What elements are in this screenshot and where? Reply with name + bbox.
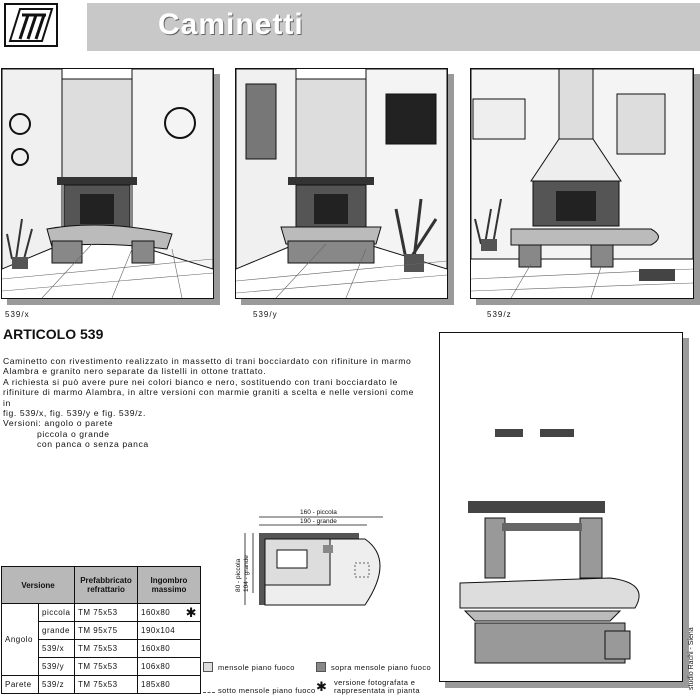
exploded-fireplace-icon [459, 429, 640, 664]
logo [4, 3, 58, 47]
row-prefab: TM 95x75 [74, 621, 138, 640]
row-size: 106x80 [137, 657, 201, 676]
fireplace-corner-bench-icon [235, 68, 448, 299]
star-icon: ✱ [185, 604, 197, 620]
group-label: Angolo [1, 603, 39, 676]
row-version: grande [38, 621, 75, 640]
row-version: piccola [38, 603, 75, 622]
title-bar [87, 3, 700, 51]
article-description: Caminetto con rivestimento realizzato in… [3, 356, 423, 450]
dim-left-small: 80 - piccola [235, 558, 242, 592]
legend-label: sopra mensole piano fuoco [331, 663, 432, 672]
dim-left-large: 104 - grande [243, 555, 250, 592]
row-size: 185x80 [137, 675, 201, 694]
star-icon: ✱ [316, 679, 327, 694]
row-version: 539/z [38, 675, 75, 694]
row-size: 160x80 ✱ [137, 603, 201, 622]
row-prefab: TM 75x53 [74, 639, 138, 658]
row-size: 160x80 [137, 639, 201, 658]
credit-text: studio Rachi - Siena [688, 627, 695, 690]
versions-line: piccola o grande [37, 428, 110, 439]
table-header-row: Versione Prefabbricato refrattario Ingom… [1, 566, 201, 604]
row-prefab: TM 75x53 [74, 603, 138, 622]
desc-line: Alambra e granito nero separate da liste… [3, 366, 267, 377]
col-header-ingombro: Ingombro massimo [137, 566, 201, 604]
floor-plan-drawing-icon [244, 516, 383, 606]
table-row: 539/y TM 75x53 106x80 [2, 657, 201, 676]
logo-mark-icon [8, 8, 54, 42]
specs-table: Versione Prefabbricato refrattario Ingom… [1, 566, 201, 694]
table-row: 539/x TM 75x53 160x80 [2, 639, 201, 658]
desc-line: A richiesta si può avere pure nei colori… [3, 376, 398, 387]
legend-swatch-dark [316, 662, 326, 672]
illustration-539x [1, 68, 214, 299]
table-row: Angolo piccola TM 75x53 160x80 ✱ [1, 603, 201, 676]
desc-line: fig. 539/x, fig. 539/y e fig. 539/z. [3, 408, 146, 419]
group-label: Parete [1, 675, 39, 694]
illustration-539y [235, 68, 448, 299]
legend-label: rappresentata in pianta [334, 686, 420, 695]
versions-line: con panca o senza panca [37, 439, 149, 450]
size-value: 160x80 [141, 607, 171, 617]
illustration-539z [470, 68, 694, 299]
row-version: 539/y [38, 657, 75, 676]
col-header-prefabbricato: Prefabbricato refrattario [74, 566, 138, 604]
fireplace-corner-icon [1, 68, 214, 299]
desc-line: Caminetto con rivestimento realizzato in… [3, 356, 412, 366]
caption-539x: 539/x [5, 310, 30, 319]
dim-top-large: 190 - grande [300, 518, 337, 525]
dim-top-small: 160 - piccola [300, 509, 337, 516]
desc-line: rifiniture di marmo Alambra, in altre ve… [3, 387, 415, 408]
floor-plan [235, 505, 395, 615]
legend-dashed-icon [203, 688, 215, 693]
col-header-versione: Versione [1, 566, 75, 604]
row-prefab: TM 75x53 [74, 675, 138, 694]
fireplace-wall-hood-icon [470, 68, 694, 299]
row-version: 539/x [38, 639, 75, 658]
legend-label: sotto mensole piano fuoco [218, 686, 316, 695]
article-title: ARTICOLO 539 [3, 326, 104, 342]
table-row: grande TM 95x75 190x104 [2, 621, 201, 640]
table-row: Parete 539/z TM 75x53 185x80 [1, 675, 201, 694]
exploded-view [439, 332, 683, 682]
legend-swatch-light [203, 662, 213, 672]
legend-label: mensole piano fuoco [218, 663, 295, 672]
legend-label: versione fotografata e [334, 678, 416, 687]
caption-539y: 539/y [253, 310, 278, 319]
row-prefab: TM 75x53 [74, 657, 138, 676]
row-size: 190x104 [137, 621, 201, 640]
caption-539z: 539/z [487, 310, 512, 319]
versions-line: Versioni: angolo o parete [3, 418, 114, 429]
page-title: Caminetti [158, 8, 304, 41]
